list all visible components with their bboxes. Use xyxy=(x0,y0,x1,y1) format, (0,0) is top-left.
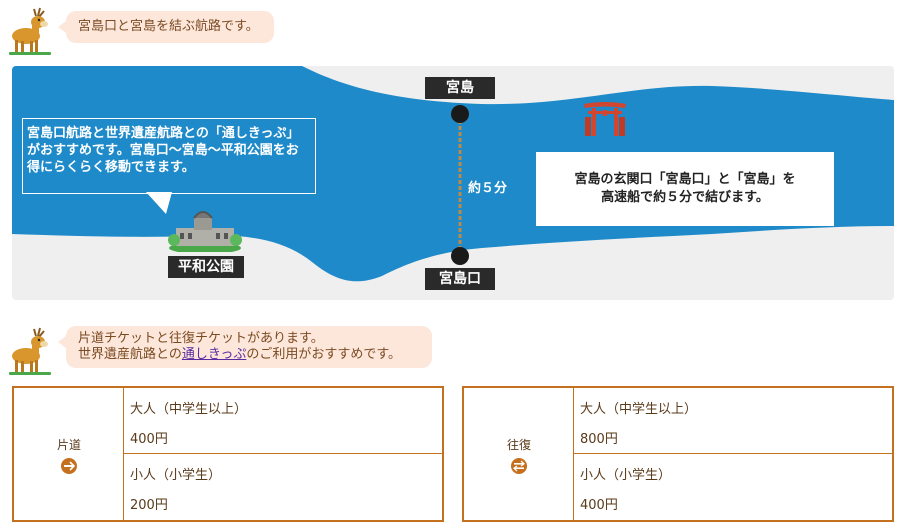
fare-type-label: 片道 xyxy=(56,438,81,452)
child-label: 小人（小学生） xyxy=(580,468,672,483)
child-fare-row: 小人（小学生） 200円 xyxy=(124,454,442,520)
round-trip-icon xyxy=(511,458,527,474)
fare-type-cell xyxy=(464,388,574,520)
deer-mascot-icon xyxy=(9,7,51,55)
fare-type-label: 往復 xyxy=(506,438,531,452)
adult-fare-row: 大人（中学生以上） 800円 xyxy=(574,388,892,454)
deer-mascot-icon xyxy=(9,327,51,375)
atomic-dome-icon xyxy=(168,211,242,252)
one-way-icon xyxy=(61,458,77,474)
through-ticket-note: 宮島口航路と世界遺産航路との「通しきっぷ」がおすすめです。宮島口〜宮島〜平和公園… xyxy=(22,118,316,194)
route-description: 宮島の玄関口「宮島口」と「宮島」を 高速船で約５分で結びます。 xyxy=(536,152,834,226)
adult-price: 800円 xyxy=(580,432,618,447)
miyajima-label: 宮島 xyxy=(425,77,495,99)
adult-label: 大人（中学生以上） xyxy=(130,402,248,417)
intro-text: 宮島口と宮島を結ぶ航路です。 xyxy=(78,19,259,34)
adult-price: 400円 xyxy=(130,432,168,447)
tickets-bubble: 片道チケットと往復チケットがあります。 世界遺産航路との通しきっぷのご利用がおす… xyxy=(58,326,432,368)
route-map: 宮島口航路と世界遺産航路との「通しきっぷ」がおすすめです。宮島口〜宮島〜平和公園… xyxy=(12,66,894,300)
child-price: 400円 xyxy=(580,498,618,513)
child-price: 200円 xyxy=(130,498,168,513)
torii-gate-icon xyxy=(584,102,626,136)
miyajimaguchi-label: 宮島口 xyxy=(425,268,495,290)
adult-label: 大人（中学生以上） xyxy=(580,402,698,417)
child-fare-row: 小人（小学生） 400円 xyxy=(574,454,892,520)
tickets-line1: 片道チケットと往復チケットがあります。 xyxy=(78,331,324,346)
fare-table-one-way: 片道 大人（中学生以上） 400円 小人（小学生） 200円 xyxy=(12,386,444,522)
intro-bubble: 宮島口と宮島を結ぶ航路です。 xyxy=(58,11,274,43)
adult-fare-row: 大人（中学生以上） 400円 xyxy=(124,388,442,454)
sea-area xyxy=(12,66,894,282)
note-pointer xyxy=(146,192,172,214)
tickets-line2: 世界遺産航路との通しきっぷのご利用がおすすめです。 xyxy=(78,347,402,362)
fare-type-cell xyxy=(14,388,124,520)
through-ticket-link[interactable]: 通しきっぷ xyxy=(181,347,247,362)
child-label: 小人（小学生） xyxy=(130,468,222,483)
fare-table-round-trip: 往復 大人（中学生以上） 800円 小人（小学生） 400円 xyxy=(462,386,894,522)
peace-park-label: 平和公園 xyxy=(168,256,244,278)
route-time: 約５分 xyxy=(468,181,508,196)
